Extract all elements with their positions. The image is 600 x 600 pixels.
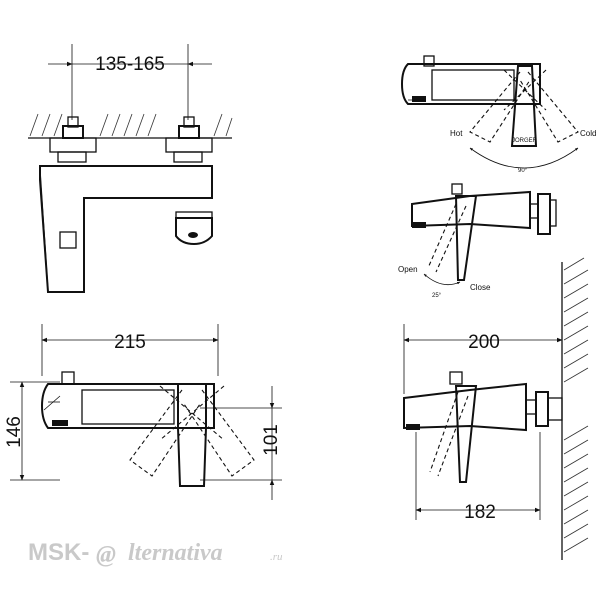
- top-view-rotation: JORGER Hot Cold 90°: [400, 55, 596, 174]
- base-182-label: 182: [464, 502, 496, 523]
- mixer-body-front: [39, 165, 213, 293]
- depth-200-label: 200: [468, 332, 500, 353]
- height-146-label: 146: [4, 416, 25, 448]
- open-label: Open: [398, 265, 418, 274]
- handle-brand-mark: JORGER: [512, 138, 538, 144]
- close-label: Close: [470, 283, 491, 292]
- watermark-msk: MSK-: [28, 539, 89, 566]
- watermark-domain: .ru: [270, 551, 283, 563]
- side-view-tilt: Open Close 25°: [398, 183, 557, 299]
- bottom-left-view: 215 146 101: [4, 324, 282, 500]
- cold-label: Cold: [580, 129, 596, 138]
- watermark-alternativa: lternativa: [128, 540, 223, 566]
- left-connector: [49, 116, 97, 163]
- front-width-label: 135-165: [95, 54, 165, 75]
- right-connector: [165, 116, 213, 163]
- watermark-at: @: [96, 542, 116, 568]
- watermark: MSK- @ lternativa .ru: [28, 539, 283, 568]
- rotation-angle-label: 90°: [518, 168, 528, 174]
- front-wall-hatch: [28, 113, 233, 139]
- height-101-label: 101: [261, 424, 282, 456]
- tilt-angle-label: 25°: [432, 293, 442, 299]
- bottom-right-view: 200 182: [403, 257, 589, 560]
- front-width-dimension: 135-165: [48, 44, 212, 120]
- front-view: 135-165: [28, 44, 233, 293]
- width-215-label: 215: [114, 332, 146, 353]
- hot-label: Hot: [450, 129, 463, 138]
